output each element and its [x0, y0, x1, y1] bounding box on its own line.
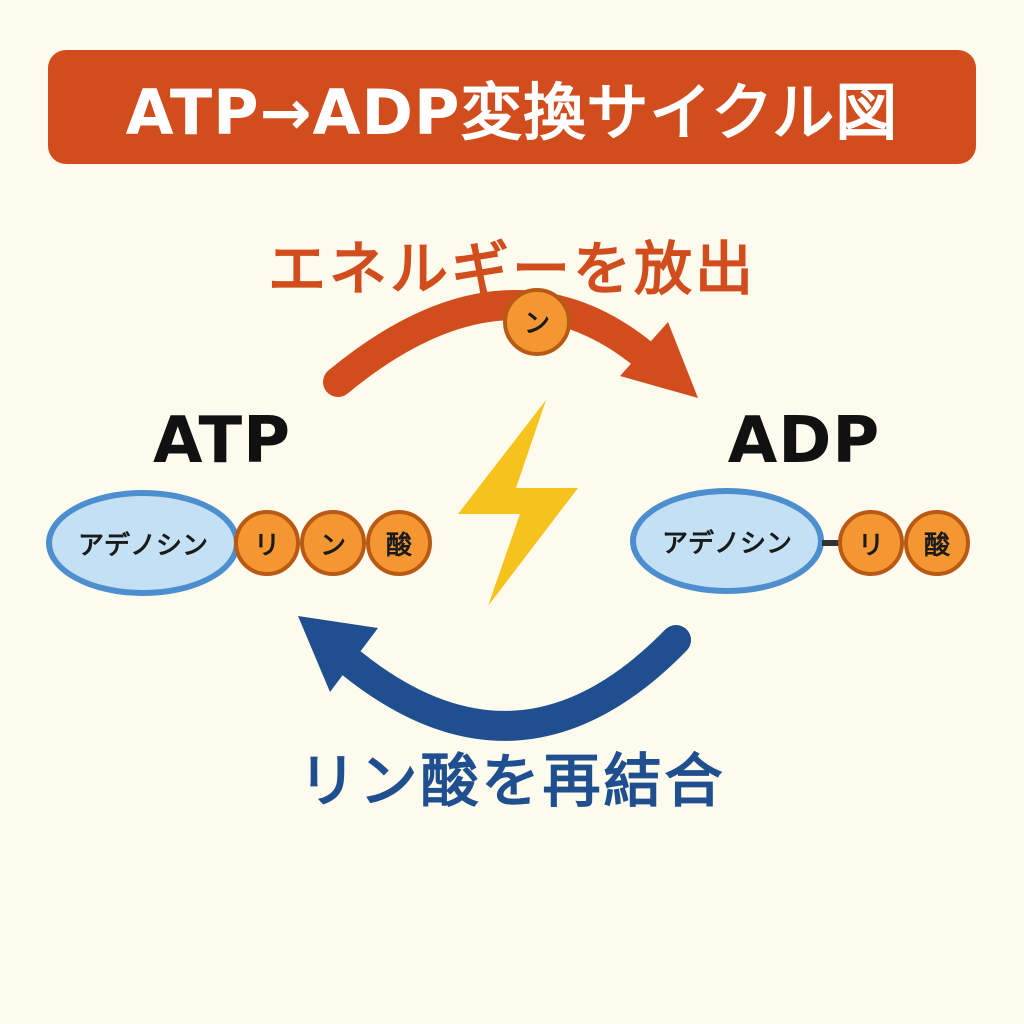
atp-adenosine: アデノシン	[46, 490, 240, 596]
released-phosphate-circle	[503, 288, 571, 356]
adp-adenosine: アデノシン	[630, 488, 824, 594]
atp-phosphate-1: リ	[234, 510, 300, 576]
title-banner: ATP→ADP変換サイクル図	[48, 50, 976, 164]
diagram-title: ATP→ADP変換サイクル図	[125, 76, 899, 149]
rebind-arrow-icon	[335, 625, 691, 741]
adp-bond	[822, 540, 840, 546]
atp-phosphate-2: ン	[300, 510, 366, 576]
release-arrow-icon	[323, 290, 665, 397]
atp-name: ATP	[152, 404, 292, 478]
adp-name: ADP	[727, 404, 881, 478]
release-arrowhead-icon	[620, 322, 698, 398]
adp-phosphate-1: リ	[838, 510, 904, 576]
lightning-bolt-icon	[458, 400, 578, 606]
rebind-arrowhead-icon	[298, 616, 378, 692]
atp-phosphate-3: 酸	[366, 510, 432, 576]
adp-phosphate-2: 酸	[904, 510, 970, 576]
released-phosphate-label: ン	[524, 309, 550, 339]
rebind-phosphate-label: リン酸を再結合	[298, 747, 726, 815]
